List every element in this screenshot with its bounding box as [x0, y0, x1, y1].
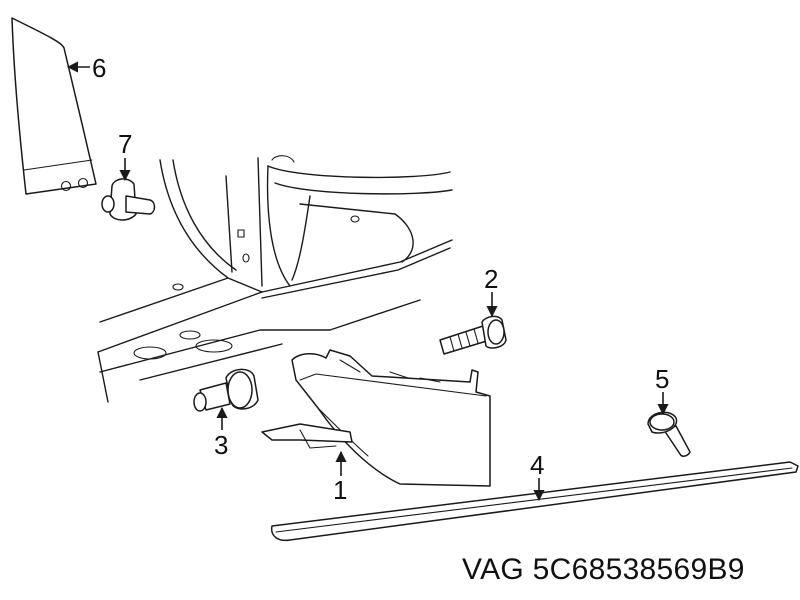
- screw-part-5: [647, 411, 691, 457]
- callout-label-2: 2: [484, 264, 498, 294]
- vehicle-body-structure: [97, 155, 453, 403]
- trim-panel-part-6: [11, 17, 97, 195]
- callout-label-5: 5: [655, 364, 669, 394]
- callout-label-1: 1: [333, 475, 347, 505]
- brand-label: VAG: [462, 553, 525, 586]
- part-number-label: 5C68538569B9: [532, 553, 745, 586]
- part-number-caption: VAG 5C68538569B9: [462, 553, 745, 587]
- callout-label-6: 6: [92, 53, 106, 83]
- callout-label-3: 3: [214, 430, 228, 460]
- push-clip-part-7: [101, 178, 156, 221]
- bolt-part-2: [439, 315, 507, 355]
- bracket-part-1: [261, 349, 491, 487]
- callout-label-7: 7: [118, 129, 132, 159]
- push-rivet-part-3: [193, 368, 259, 412]
- callout-label-4: 4: [530, 450, 544, 480]
- callout-leaders: [66, 61, 669, 502]
